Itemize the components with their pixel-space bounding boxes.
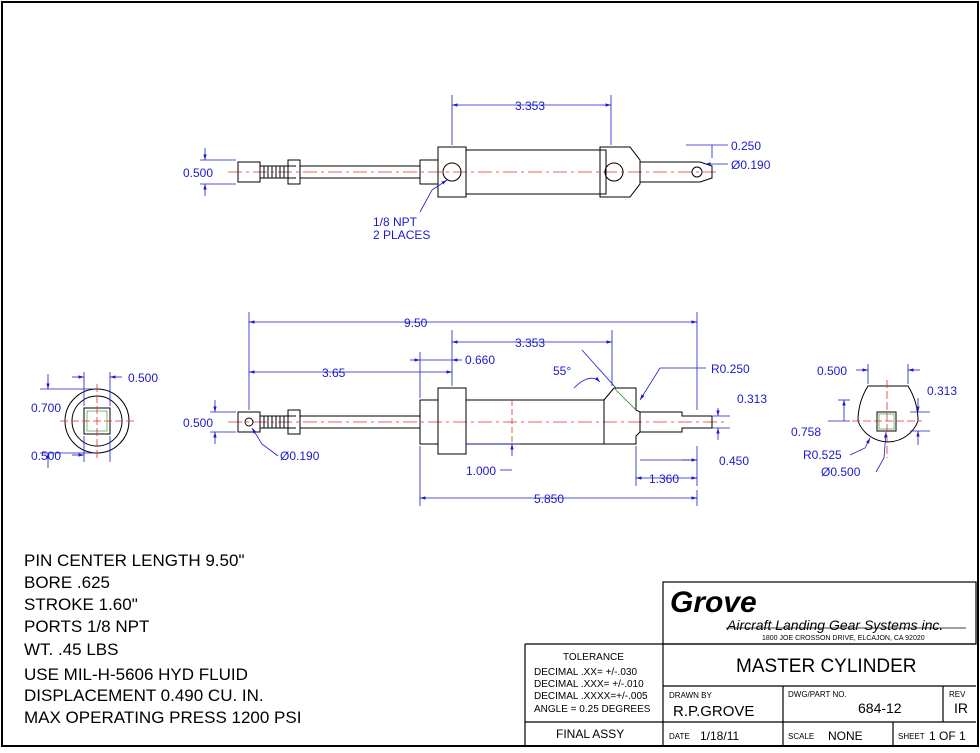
dim-side-0450: 0.450 <box>719 454 749 468</box>
sheet-value: 1 OF 1 <box>929 729 966 743</box>
dim-side-dia-0190: Ø0.190 <box>280 449 320 463</box>
dim-top-dia-0190: Ø0.190 <box>731 158 771 172</box>
dim-side-0500: 0.500 <box>183 416 213 430</box>
right-end-view <box>852 380 922 458</box>
dim-side-365: 3.65 <box>322 366 346 380</box>
left-end-dimensions <box>40 372 122 468</box>
port-note-line1: 1/8 NPT <box>373 215 418 229</box>
note-line: USE MIL-H-5606 HYD FLUID <box>24 665 248 684</box>
dim-side-0660: 0.660 <box>465 353 495 367</box>
tolerance-line: ANGLE = 0.25 DEGREES <box>534 704 651 715</box>
dim-top-3353: 3.353 <box>515 99 545 113</box>
dim-right-0313: 0.313 <box>927 384 957 398</box>
top-view-dimensions <box>200 95 728 213</box>
dim-right-dia-0500: Ø0.500 <box>821 465 861 479</box>
dim-side-5850: 5.850 <box>534 492 564 506</box>
dim-left-0500-bottom: 0.500 <box>31 449 61 463</box>
dim-right-0758: 0.758 <box>791 425 821 439</box>
note-line: MAX OPERATING PRESS 1200 PSI <box>24 708 301 727</box>
dim-side-r0250: R0.250 <box>711 362 750 376</box>
drawn-by-value: R.P.GROVE <box>673 703 754 720</box>
dim-top-0500: 0.500 <box>183 166 213 180</box>
tolerance-line: DECIMAL .XXXX=+/-.005 <box>534 691 648 702</box>
company-address: 1800 JOE CROSSON DRIVE, ELCAJON, CA 9202… <box>762 635 925 642</box>
dim-top-0250: 0.250 <box>731 139 761 153</box>
dim-left-0500-top: 0.500 <box>128 371 158 385</box>
tolerance-line: DECIMAL .XX= +/-.030 <box>534 667 637 678</box>
part-no-label: DWG/PART NO. <box>788 690 847 699</box>
tolerance-line: DECIMAL .XXX= +/-.010 <box>534 679 644 690</box>
top-view <box>228 146 716 198</box>
dim-side-1360: 1.360 <box>649 472 679 486</box>
dim-side-1000: 1.000 <box>466 464 496 478</box>
note-line: DISPLACEMENT 0.490 CU. IN. <box>24 686 264 705</box>
side-view-dimensions <box>210 312 730 506</box>
part-no-value: 684-12 <box>858 700 902 716</box>
rev-label: REV <box>949 690 966 699</box>
dim-right-r0525: R0.525 <box>803 448 842 462</box>
company-logo: Grove <box>670 586 757 619</box>
final-assy: FINAL ASSY <box>556 727 624 741</box>
drawn-by-label: DRAWN BY <box>669 691 712 700</box>
note-line: PIN CENTER LENGTH 9.50" <box>24 551 244 570</box>
port-note-line2: 2 PLACES <box>373 228 430 242</box>
specification-notes: PIN CENTER LENGTH 9.50" BORE .625 STROKE… <box>24 551 301 727</box>
dim-side-0313: 0.313 <box>737 392 767 406</box>
tolerance-header: TOLERANCE <box>563 652 624 663</box>
note-line: STROKE 1.60" <box>24 595 138 614</box>
note-line: PORTS 1/8 NPT <box>24 617 149 636</box>
drawing-title: MASTER CYLINDER <box>736 656 917 677</box>
note-line: WT. .45 LBS <box>24 640 118 659</box>
dim-left-0700: 0.700 <box>31 401 61 415</box>
dim-side-3353: 3.353 <box>515 336 545 350</box>
rev-value: IR <box>954 700 968 716</box>
left-end-view <box>60 384 134 458</box>
scale-value: NONE <box>828 729 863 743</box>
date-label: DATE <box>669 732 690 741</box>
right-end-dimensions <box>828 364 930 473</box>
title-block <box>524 581 977 746</box>
dim-right-0500: 0.500 <box>817 364 847 378</box>
sheet-label: SHEET <box>898 732 925 741</box>
side-view <box>228 387 725 455</box>
company-name: Aircraft Landing Gear Systems inc. <box>726 617 943 633</box>
date-value: 1/18/11 <box>700 729 739 743</box>
dim-side-950: 9.50 <box>404 316 428 330</box>
note-line: BORE .625 <box>24 573 110 592</box>
dim-side-angle-55: 55° <box>553 364 571 378</box>
scale-label: SCALE <box>788 732 814 741</box>
